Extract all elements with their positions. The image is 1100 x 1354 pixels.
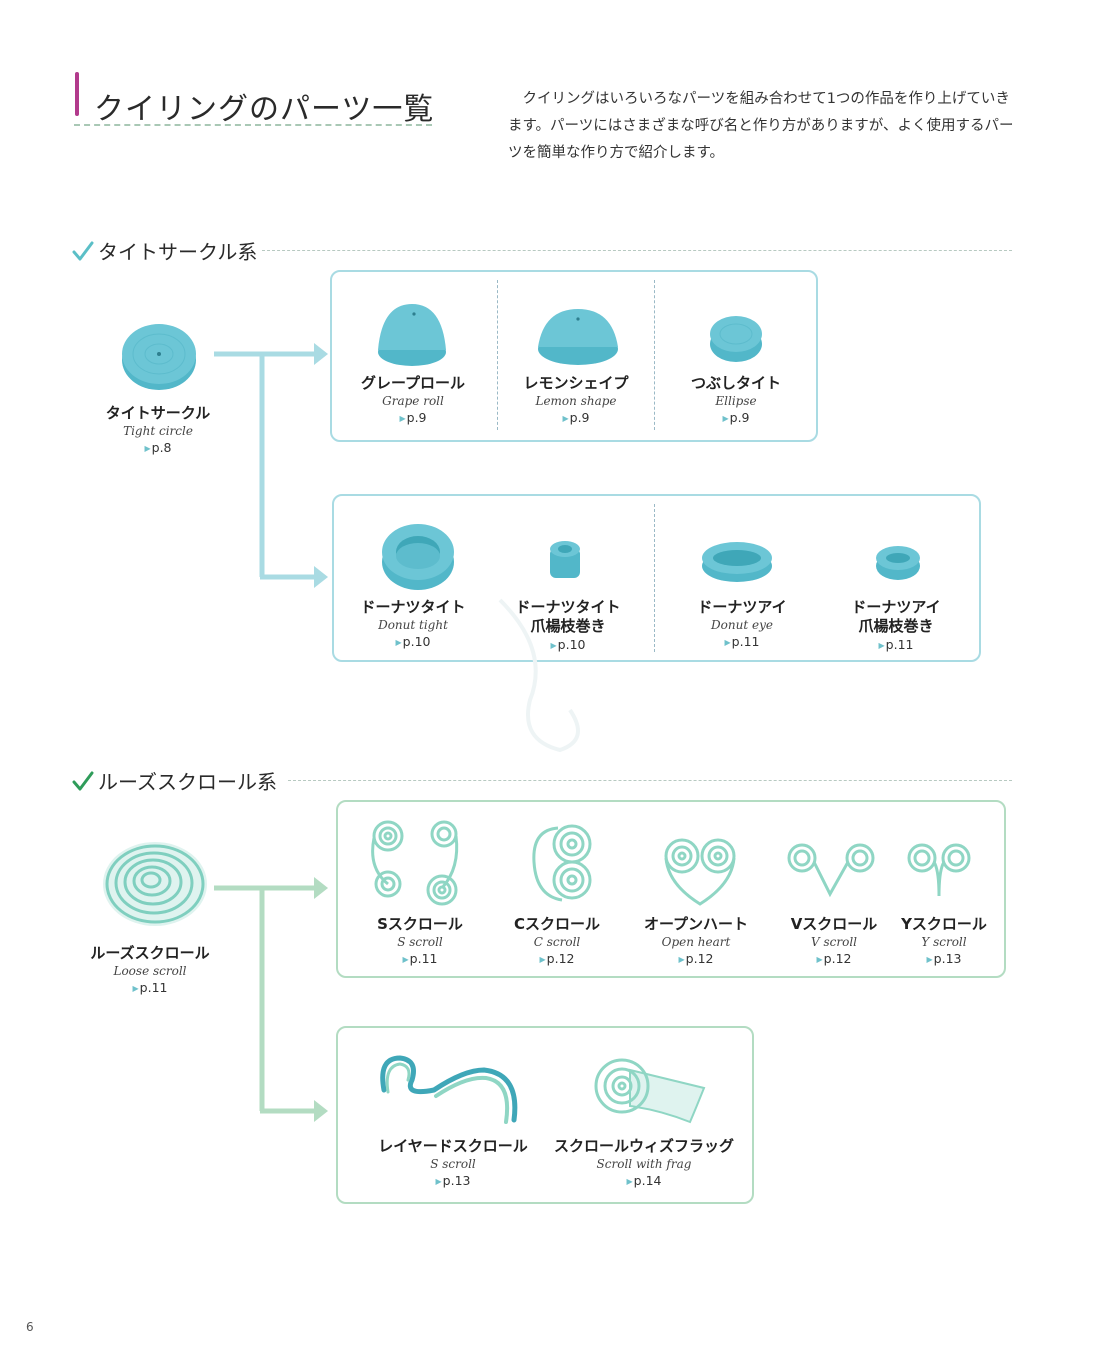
check-icon	[72, 771, 94, 790]
tight-circle-image	[122, 324, 196, 390]
section-title-tight: タイトサークル系	[98, 240, 258, 264]
v-scroll-image	[787, 843, 875, 898]
part-ellipse: つぶしタイト Ellipse ▶p.9	[690, 374, 782, 425]
donut-tight-image	[382, 524, 454, 590]
grape-roll-image	[378, 304, 446, 366]
section-rule-tight	[262, 250, 1012, 251]
loose-scroll-image	[103, 842, 207, 926]
layered-scroll-image	[380, 1055, 518, 1124]
donut-tight-toothpick-image	[550, 541, 580, 578]
part-grape-roll: グレープロール Grape roll ▶p.9	[360, 374, 466, 425]
section-heading-tight: タイトサークル系	[72, 236, 257, 265]
section-title-loose: ルーズスクロール系	[98, 770, 277, 794]
source-label-tight-circle: タイトサークル Tight circle ▶p.8	[105, 404, 211, 455]
ellipse-image	[710, 316, 762, 362]
part-donut-eye: ドーナツアイ Donut eye ▶p.11	[697, 598, 787, 649]
donut-eye-toothpick-image	[876, 546, 920, 580]
intro-text: クイリングはいろいろなパーツを組み合わせて1つの作品を作り上げていきます。パーツ…	[508, 91, 1014, 161]
c-scroll-image	[532, 824, 592, 902]
donut-eye-image	[702, 542, 772, 582]
y-scroll-image	[907, 843, 971, 897]
page-title: クイリングのパーツ一覧	[94, 92, 435, 127]
part-s-scroll: Sスクロール S scroll ▶p.11	[377, 915, 463, 966]
title-underline	[74, 124, 432, 126]
section-rule-loose	[288, 780, 1012, 781]
s-scroll-image	[371, 820, 459, 906]
connector-arrows-tight	[214, 343, 328, 588]
part-c-scroll: Cスクロール C scroll ▶p.12	[513, 915, 601, 966]
part-layered-scroll: レイヤードスクロール S scroll ▶p.13	[378, 1137, 528, 1188]
connector-arrows-loose	[214, 877, 328, 1122]
check-icon	[72, 241, 94, 260]
part-open-heart: オープンハート Open heart ▶p.12	[643, 915, 749, 966]
part-scroll-with-flag: スクロールウィズフラッグ Scroll with frag ▶p.14	[553, 1137, 735, 1188]
part-y-scroll: Yスクロール Y scroll ▶p.13	[901, 915, 987, 966]
lemon-shape-image	[538, 309, 618, 365]
divider	[654, 504, 655, 652]
part-lemon-shape: レモンシェイプ Lemon shape ▶p.9	[523, 374, 629, 425]
open-heart-image	[664, 838, 736, 906]
scroll-with-flag-image	[594, 1058, 706, 1124]
part-v-scroll: Vスクロール V scroll ▶p.12	[790, 915, 878, 966]
title-accent-bar	[75, 72, 79, 116]
source-label-loose-scroll: ルーズスクロール Loose scroll ▶p.11	[90, 944, 210, 995]
divider	[654, 280, 655, 430]
decorative-swirl	[498, 598, 580, 753]
page-number: 6	[26, 1320, 34, 1334]
part-donut-tight: ドーナツタイト Donut tight ▶p.10	[360, 598, 466, 649]
part-donut-tight-toothpick: ドーナツタイト 爪楊枝巻き ▶p.10	[515, 598, 621, 652]
divider	[497, 280, 498, 430]
section-heading-loose: ルーズスクロール系	[72, 766, 277, 795]
part-donut-eye-toothpick: ドーナツアイ 爪楊枝巻き ▶p.11	[851, 598, 941, 652]
